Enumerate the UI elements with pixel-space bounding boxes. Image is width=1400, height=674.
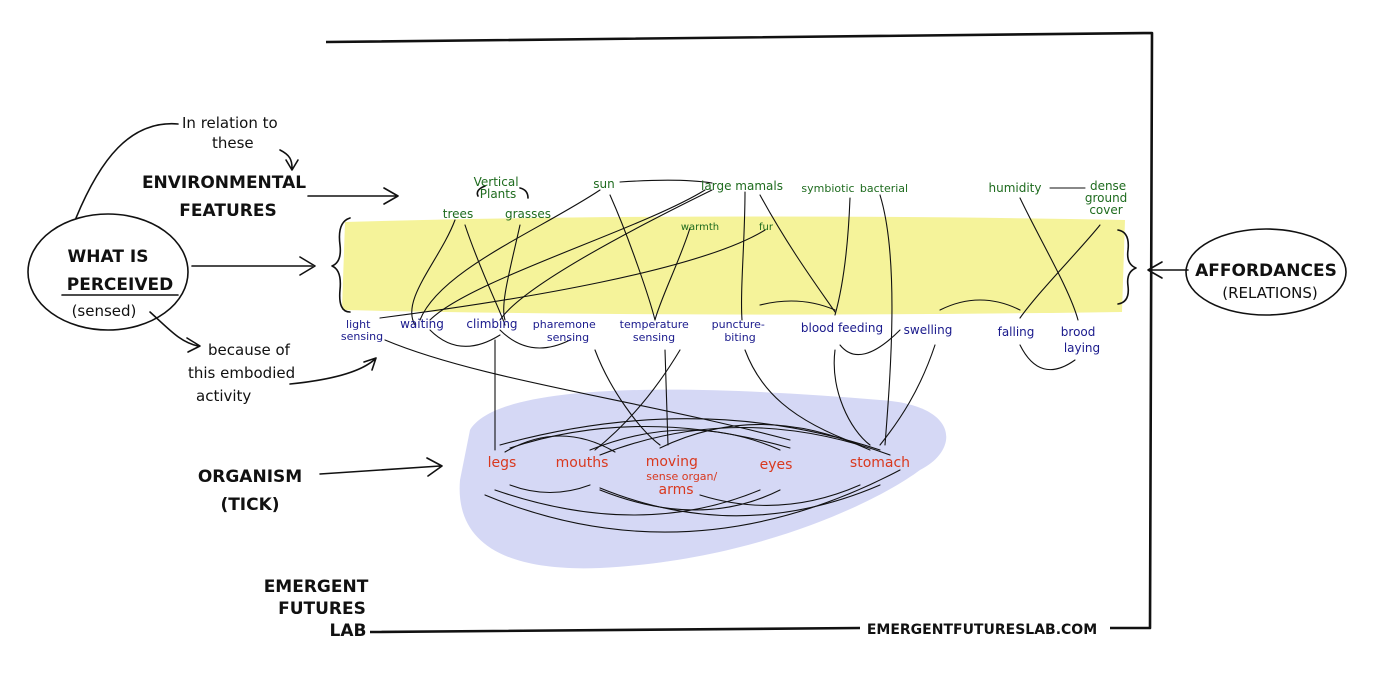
organ-eyes: eyes (760, 457, 793, 473)
organism-label: ORGANISM (198, 467, 302, 487)
in-relation-label-2: these (212, 134, 254, 152)
activity-pheromone-sensing: pharemone sensing (533, 318, 599, 344)
organ-moving-sense-organs: moving sense organ/ arms (646, 454, 722, 498)
features-label: FEATURES (179, 201, 276, 221)
activity-climbing: climbing (466, 317, 517, 331)
perception-band (342, 216, 1125, 315)
affordances-circle (1185, 228, 1347, 316)
environmental-label: ENVIRONMENTAL (142, 173, 306, 193)
env-dense-ground-cover: dense ground cover (1085, 179, 1131, 217)
because-label-3: activity (196, 387, 251, 405)
sensed-label: (sensed) (72, 302, 137, 320)
tick-label: (TICK) (220, 495, 279, 515)
embodied-activities: light sensing waiting climbing pharemone… (341, 317, 1100, 355)
env-large-mammals: large mamals (701, 179, 783, 193)
activity-waiting: waiting (400, 317, 444, 331)
activity-links (379, 179, 1101, 451)
env-trees: trees (443, 207, 473, 221)
env-vertical-plants: Vertical Plants (474, 175, 523, 201)
environmental-features: Vertical Plants trees grasses sun large … (443, 175, 1131, 233)
logo-line-1: EMERGENT (264, 577, 369, 597)
affordances-label: AFFORDANCES (1195, 261, 1337, 281)
perceived-label: PERCEIVED (67, 275, 173, 295)
organ-legs: legs (488, 455, 517, 471)
activity-swelling: swelling (904, 323, 953, 337)
logo-line-3: LAB (330, 621, 367, 641)
left-brace (331, 217, 351, 313)
activity-temperature-sensing: temperature sensing (620, 318, 693, 344)
env-symbiotic: symbiotic (801, 182, 854, 195)
main-frame (325, 31, 1154, 634)
activity-puncture-biting: puncture- biting (712, 318, 769, 344)
logo-line-2: FUTURES (278, 599, 366, 619)
organ-mouths: mouths (556, 455, 609, 471)
env-warmth: warmth (681, 222, 719, 233)
organ-stomach: stomach (850, 455, 910, 471)
env-grasses: grasses (505, 207, 551, 221)
activity-blood-feeding: blood feeding (801, 321, 883, 335)
right-brace (1117, 229, 1137, 305)
because-label-2: this embodied (188, 364, 295, 382)
activity-brood-laying: brood laying (1061, 325, 1100, 355)
env-bacterial: bacterial (860, 182, 908, 195)
env-fur: fur (759, 222, 774, 233)
env-humidity: humidity (989, 181, 1042, 195)
in-relation-label-1: In relation to (182, 114, 278, 132)
activity-light-sensing: light sensing (341, 318, 383, 343)
organism-links (484, 418, 901, 533)
relations-label: (RELATIONS) (1222, 284, 1318, 302)
what-is-perceived-circle (27, 213, 189, 331)
env-sun: sun (593, 177, 614, 191)
because-label-1: because of (208, 341, 291, 359)
side-arrows (75, 123, 1189, 477)
website-label: EMERGENTFUTURESLAB.COM (867, 622, 1097, 638)
what-is-label: WHAT IS (68, 247, 149, 267)
activity-falling: falling (998, 325, 1035, 339)
organism-parts: legs mouths moving sense organ/ arms eye… (488, 454, 910, 498)
